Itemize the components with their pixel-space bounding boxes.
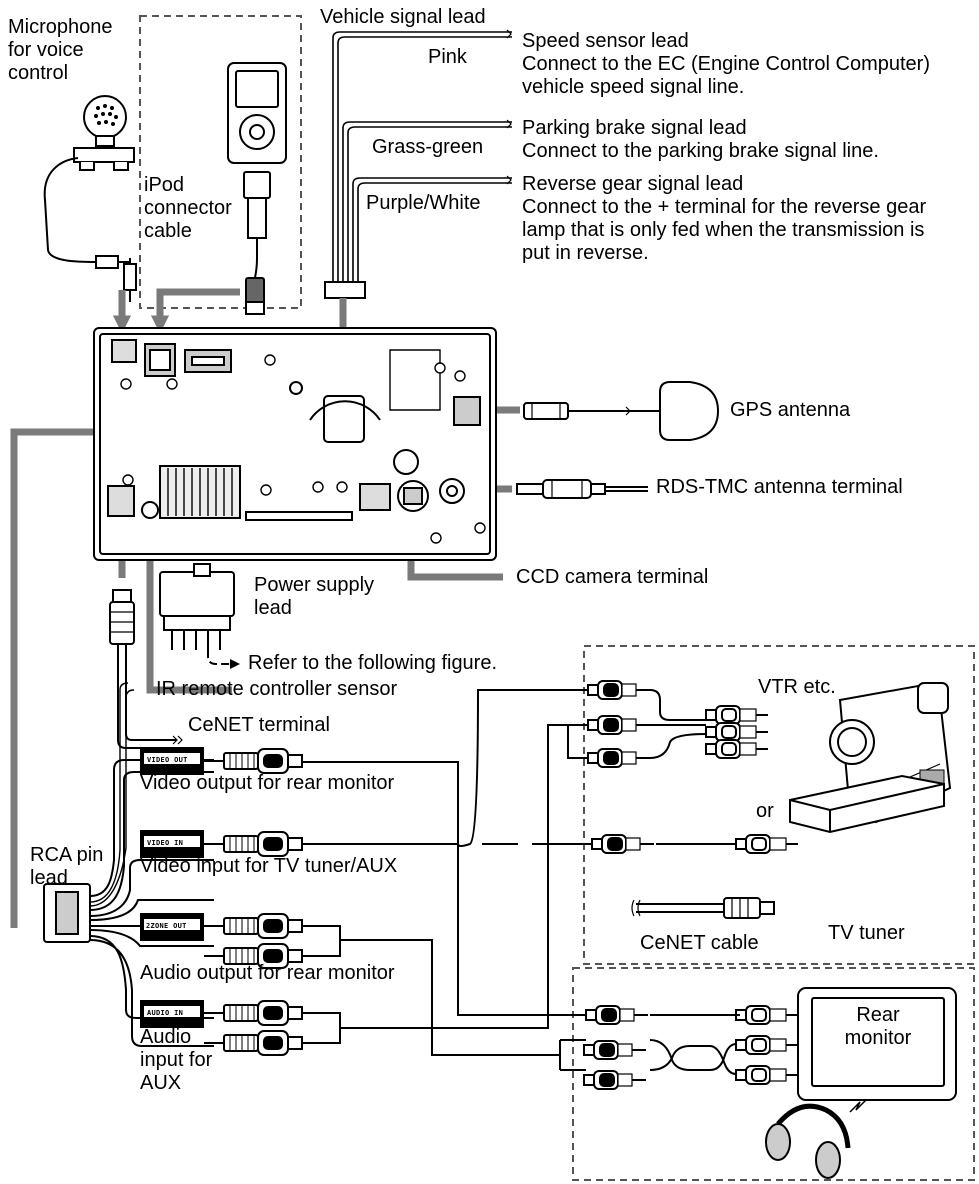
cenet-cable-icon — [631, 897, 775, 919]
rca-tags: VIDEO OUT VIDEO IN 2ZONE OUT AUDIO IN — [140, 747, 204, 1028]
label-or: or — [756, 800, 774, 822]
label-vehicle-signal-lead: Vehicle signal lead — [320, 6, 486, 28]
label-speed-sensor-lead: Speed sensor lead — [522, 30, 689, 52]
label-gps-antenna: GPS antenna — [730, 399, 851, 421]
label-audio-output: Audio output for rear monitor — [140, 962, 395, 984]
gps-antenna-icon — [523, 381, 720, 441]
label-rds-tmc-terminal: RDS-TMC antenna terminal — [656, 476, 903, 498]
label-pink: Pink — [428, 46, 467, 68]
microphone-icon — [43, 95, 137, 302]
label-refer-following-figure: Refer to the following figure. — [248, 652, 498, 674]
text-parking-brake-desc: Connect to the parking brake signal line… — [522, 140, 879, 162]
signal-lines — [302, 689, 592, 1071]
ipod-icon — [227, 62, 287, 315]
label-parking-brake-lead: Parking brake signal lead — [522, 117, 747, 139]
power-supply-connector — [159, 563, 240, 669]
label-rear-monitor: Rear monitor — [844, 1004, 912, 1049]
label-grass-green: Grass-green — [372, 136, 484, 158]
label-audio-input: Audio input for AUX — [140, 1026, 213, 1094]
label-video-output: Video output for rear monitor — [140, 772, 395, 794]
ipod-dashed-box — [139, 15, 302, 309]
label-rca-pin-lead: RCA pin lead — [30, 844, 104, 889]
label-ccd-camera-terminal: CCD camera terminal — [516, 566, 709, 588]
label-reverse-gear-lead: Reverse gear signal lead — [522, 173, 744, 195]
text-reverse-gear-desc: Connect to the + terminal for the revers… — [522, 196, 927, 264]
tag-video-in: VIDEO IN — [147, 839, 183, 847]
rds-tmc-antenna-icon — [516, 479, 648, 499]
tag-audio-in: AUDIO IN — [147, 1009, 183, 1017]
tag-video-out: VIDEO OUT — [147, 756, 188, 764]
rear-monitor-icon — [797, 987, 957, 1113]
label-vtr-etc: VTR etc. — [758, 676, 836, 698]
vtr-right-plugs — [649, 705, 799, 1085]
label-microphone: Microphone for voice control — [8, 16, 113, 84]
label-cenet-cable: CeNET cable — [640, 932, 759, 954]
headphones-icon — [765, 1103, 851, 1179]
vehicle-signal-wires — [324, 29, 512, 299]
label-ipod-connector-cable: iPod connector cable — [144, 174, 232, 242]
label-cenet-terminal: CeNET terminal — [188, 714, 330, 736]
tag-2zone-out: 2ZONE OUT — [146, 922, 187, 930]
label-power-supply-lead: Power supply lead — [254, 574, 375, 619]
head-unit — [93, 327, 497, 561]
rca-harness — [43, 682, 214, 1047]
source-dashed-box — [583, 645, 975, 965]
label-purple-white: Purple/White — [366, 192, 481, 214]
vtr-cable-plugs — [583, 680, 736, 1090]
rca-plugs-harness — [204, 748, 303, 1056]
tv-tuner-icon — [789, 774, 945, 834]
text-speed-sensor-desc: Connect to the EC (Engine Control Comput… — [522, 53, 930, 98]
label-video-input: Video input for TV tuner/AUX — [140, 855, 398, 877]
label-ir-remote-sensor: IR remote controller sensor — [156, 678, 398, 700]
monitor-dashed-box — [572, 967, 975, 1181]
label-tv-tuner: TV tuner — [828, 922, 905, 944]
